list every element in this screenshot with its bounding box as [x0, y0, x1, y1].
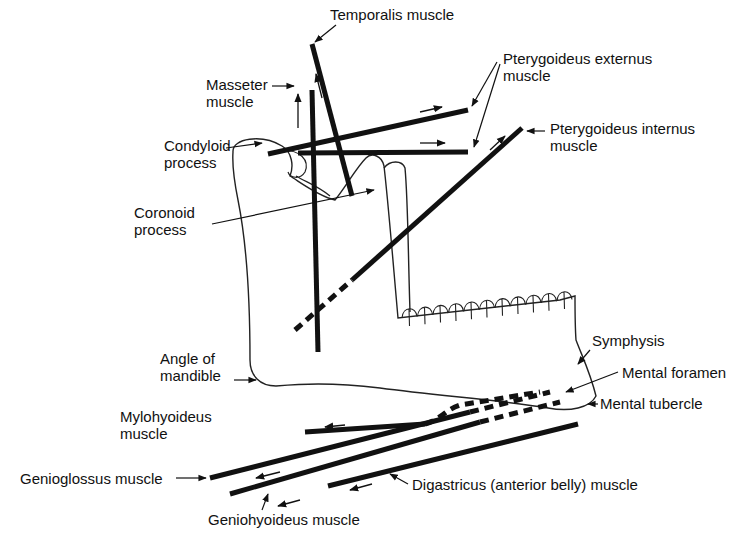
muscle-label: Temporalis muscle	[330, 6, 510, 23]
muscle-label: Genioglossus muscle	[20, 470, 180, 487]
muscle-label: Pterygoideus externus muscle	[503, 50, 673, 84]
pterygoideus-internus-line	[352, 128, 522, 280]
muscle-label: Pterygoideus internus muscle	[550, 120, 720, 154]
pterygoideus-externus-line	[298, 152, 468, 153]
mandible-outline	[233, 139, 596, 410]
part-label: Mental foramen	[622, 364, 750, 381]
pterygoideus-internus-hidden	[295, 280, 352, 330]
tooth	[418, 307, 433, 324]
masseter-line	[312, 90, 318, 352]
muscle-lines	[210, 44, 578, 494]
tooth	[402, 309, 417, 326]
geniohyoideus-hidden	[480, 402, 560, 422]
genioglossus-hidden	[470, 392, 550, 412]
part-label: Mental tubercle	[600, 395, 750, 412]
tooth	[542, 294, 557, 311]
part-label: Coronoid process	[134, 204, 212, 238]
tooth	[480, 300, 495, 317]
muscle-label: Geniohyoideus muscle	[208, 511, 458, 528]
tooth	[511, 297, 526, 314]
tooth	[464, 302, 479, 319]
part-label: Symphysis	[592, 332, 712, 349]
part-label: Angle of mandible	[160, 350, 234, 384]
muscle-label: Digastricus (anterior belly) muscle	[412, 476, 712, 493]
direction-arrows	[256, 74, 505, 506]
muscle-label: Masseter muscle	[206, 76, 272, 110]
condyle-detail	[282, 150, 330, 196]
part-label: Condyloid process	[164, 137, 244, 171]
tooth	[449, 304, 464, 321]
muscle-label: Mylohyoideus muscle	[120, 408, 230, 442]
genioglossus-line	[210, 412, 470, 478]
leader-lines	[176, 25, 618, 510]
teeth	[402, 292, 572, 326]
tooth	[557, 292, 572, 309]
temporalis-line	[312, 44, 352, 196]
tooth	[495, 299, 510, 316]
tooth	[526, 295, 541, 312]
tooth	[433, 305, 448, 322]
